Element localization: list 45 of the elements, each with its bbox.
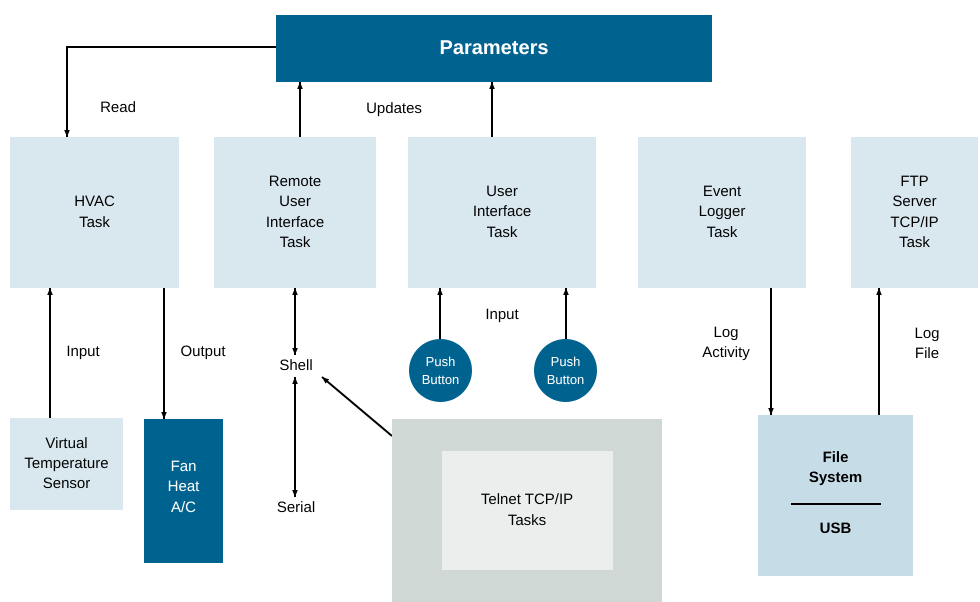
container-box (392, 419, 662, 602)
node-text: Push Button (546, 352, 586, 388)
edge-label: Output (179, 342, 227, 362)
process-box (144, 419, 223, 563)
arrow (768, 288, 774, 415)
edge-label: Read (99, 98, 137, 118)
node-text: Push Button (420, 352, 460, 388)
node-text: Event Logger Task (698, 182, 746, 243)
arrow (292, 377, 298, 497)
node-text: HVAC Task (73, 192, 116, 232)
edge-label: Log Activity (701, 323, 751, 362)
node-text: Remote User Interface Task (264, 172, 326, 253)
process-box (851, 137, 978, 288)
arrow (563, 288, 569, 339)
node-text: USB (818, 518, 852, 538)
process-box (442, 451, 612, 570)
flow-label: Input (484, 305, 520, 325)
node-text: Parameters (438, 36, 550, 61)
arrow (489, 82, 495, 137)
flow-label: Updates (365, 99, 423, 119)
process-box (276, 15, 712, 82)
process-box (10, 418, 123, 510)
arrow (297, 82, 303, 137)
node-text: Serial (276, 498, 316, 518)
arrow (64, 46, 276, 137)
node-text: Telnet TCP/IP Tasks (480, 490, 574, 530)
arrow (437, 288, 443, 339)
process-box (638, 137, 806, 288)
arrow (876, 288, 882, 415)
process-box (408, 137, 596, 288)
process-box (214, 137, 376, 288)
arrow (47, 288, 53, 418)
arrow (321, 376, 393, 437)
node-text: File System (808, 448, 864, 488)
edge-label: Input (65, 342, 101, 362)
edge-label: Log File (913, 324, 941, 363)
node-text: Shell (278, 356, 314, 376)
arrow (292, 288, 298, 355)
arrow (161, 288, 167, 419)
node-text: Fan Heat A/C (166, 457, 200, 518)
process-box (10, 137, 179, 288)
storage-box (758, 415, 913, 576)
node-text: Virtual Temperature Sensor (23, 434, 110, 494)
node-text: User Interface Task (472, 182, 532, 243)
node-text: FTP Server TCP/IP Task (889, 172, 940, 253)
